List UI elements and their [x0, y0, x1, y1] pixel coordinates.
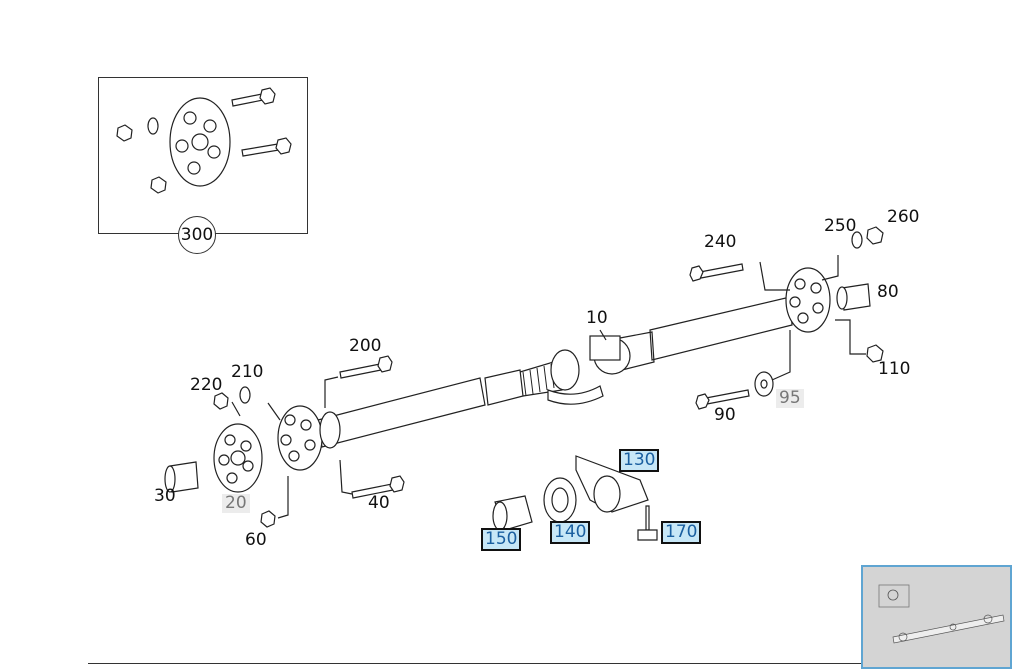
diagram-thumbnail-icon: [878, 584, 1005, 644]
part-label-40: 40: [368, 493, 390, 513]
part-label-260: 260: [887, 207, 920, 227]
part-label-220: 220: [190, 375, 223, 395]
part-label-300: 300: [178, 216, 216, 254]
part-label-130[interactable]: 130: [619, 449, 660, 472]
part-label-200: 200: [349, 336, 382, 356]
part-label-150[interactable]: 150: [481, 528, 522, 551]
part-label-90: 90: [714, 405, 736, 425]
part-label-240: 240: [704, 232, 737, 252]
part-label-60: 60: [245, 530, 267, 550]
part-label-30: 30: [154, 486, 176, 506]
diagram-thumbnail[interactable]: [861, 565, 1012, 669]
part-label-20: 20: [222, 494, 250, 513]
kit-inset-frame: [98, 77, 308, 234]
part-label-10: 10: [586, 308, 608, 328]
part-label-95: 95: [776, 389, 804, 408]
part-label-140[interactable]: 140: [550, 521, 591, 544]
part-label-210: 210: [231, 362, 264, 382]
divider-line: [88, 663, 863, 664]
part-label-110: 110: [878, 359, 911, 379]
part-label-80: 80: [877, 282, 899, 302]
part-label-170[interactable]: 170: [661, 521, 702, 544]
part-label-250: 250: [824, 216, 857, 236]
